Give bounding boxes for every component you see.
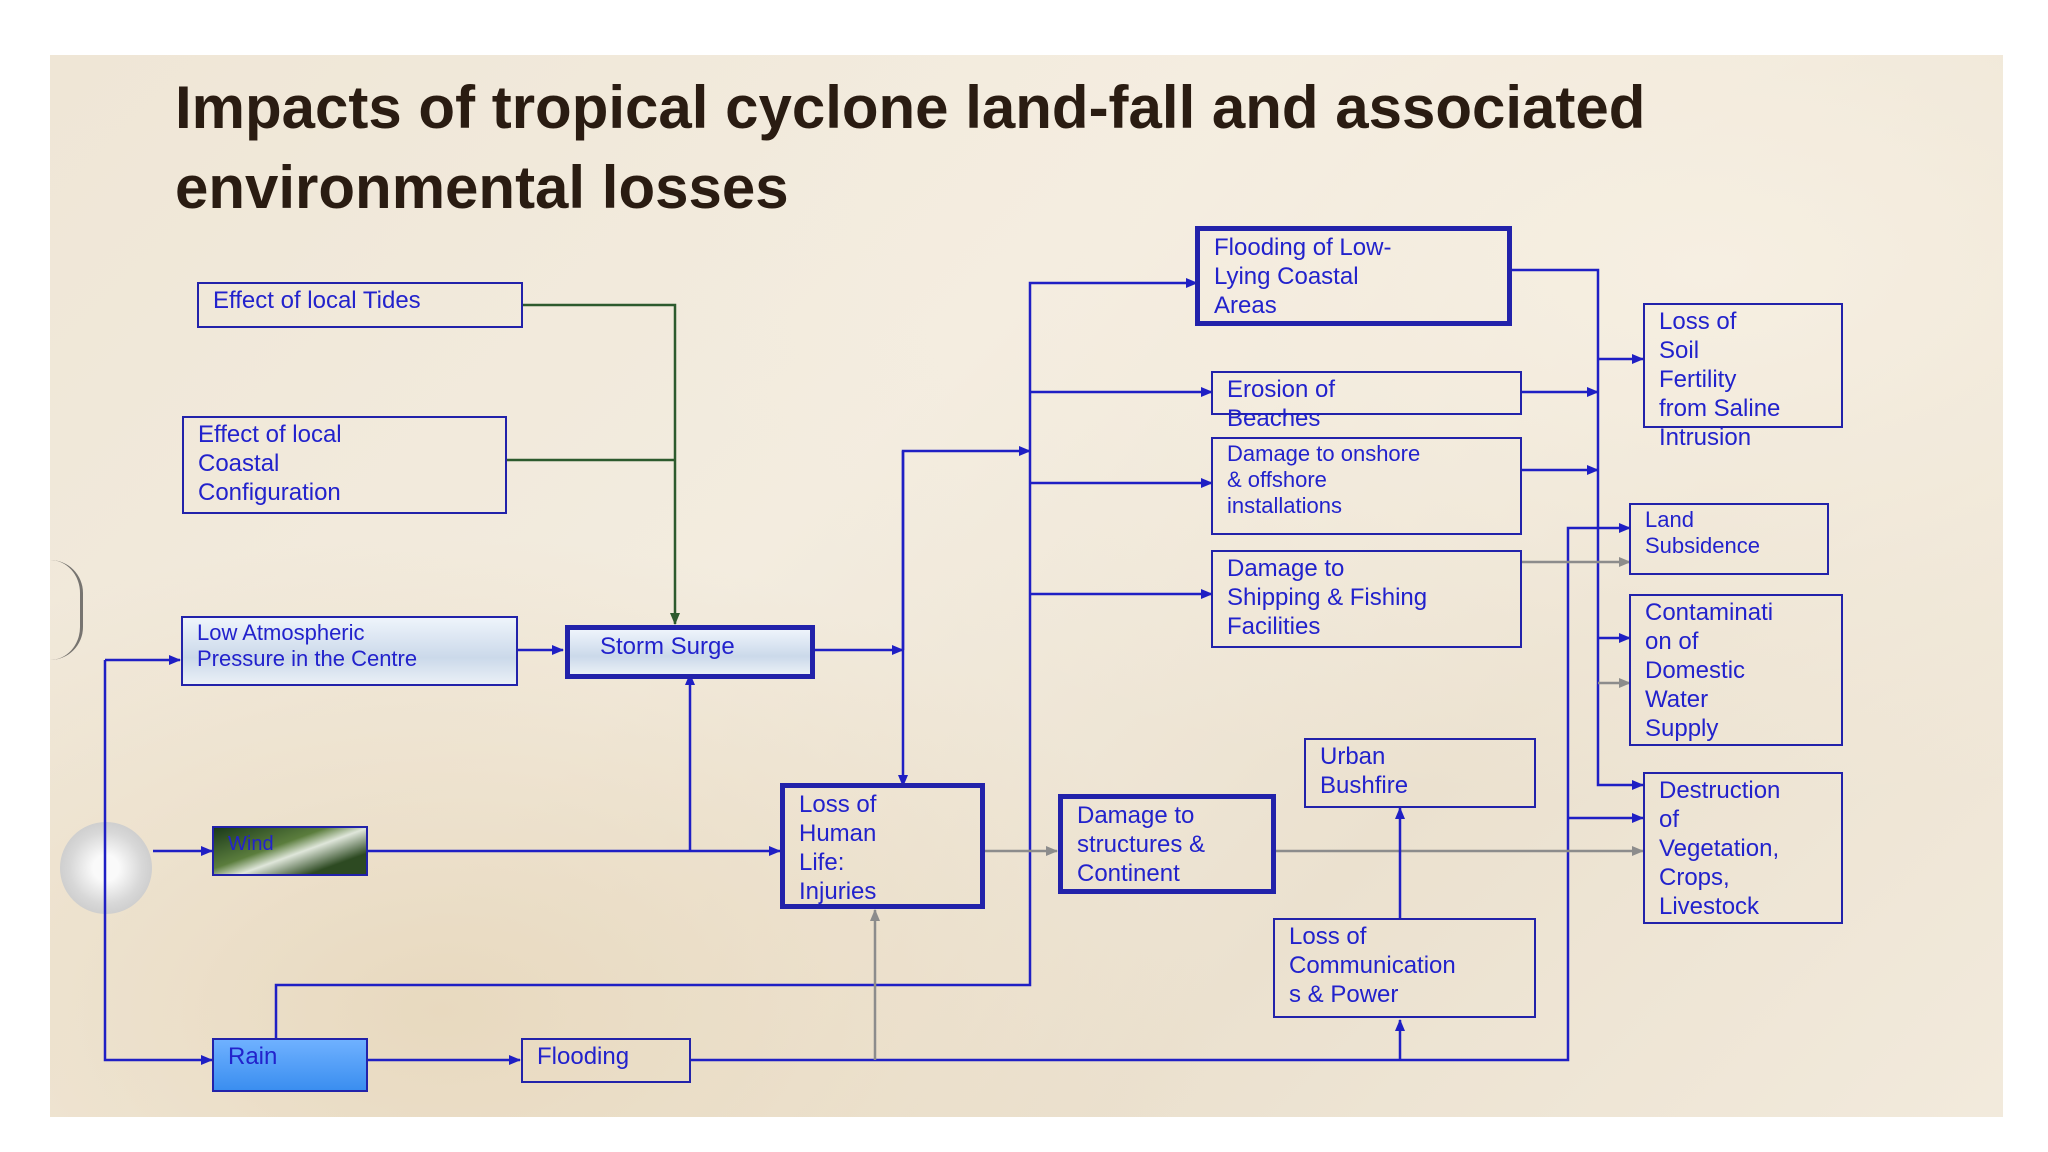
slide-title: Impacts of tropical cyclone land-fall an… — [175, 74, 1646, 221]
node-low-pressure: Low Atmospheric Pressure in the Centre — [181, 616, 518, 686]
node-flooding-low-lying: Flooding of Low- Lying Coastal Areas — [1195, 226, 1512, 326]
node-flooding: Flooding — [521, 1038, 691, 1083]
node-damage-shipping: Damage to Shipping & Fishing Facilities — [1211, 550, 1522, 648]
node-loss-human-life: Loss of Human Life: Injuries — [780, 783, 985, 909]
node-storm-surge: Storm Surge — [565, 625, 815, 679]
node-loss-soil-fertility: Loss of Soil Fertility from Saline Intru… — [1643, 303, 1843, 451]
node-local-tides: Effect of local Tides — [197, 282, 523, 328]
node-erosion-beaches: Erosion of Beaches — [1211, 371, 1522, 432]
node-damage-structures: Damage to structures & Continent — [1058, 794, 1276, 894]
node-land-subsidence: Land Subsidence — [1629, 503, 1829, 575]
node-wind: Wind — [212, 826, 368, 876]
node-coastal-configuration: Effect of local Coastal Configuration — [182, 416, 507, 514]
node-loss-communications: Loss of Communication s & Power — [1273, 918, 1536, 1018]
node-urban-bushfire: Urban Bushfire — [1304, 738, 1536, 808]
node-rain: Rain — [212, 1038, 368, 1092]
node-damage-onshore: Damage to onshore & offshore installatio… — [1211, 437, 1522, 535]
slide-background — [50, 55, 2003, 1117]
decorative-swirl — [50, 560, 83, 660]
node-contamination-water: Contaminati on of Domestic Water Supply — [1629, 594, 1843, 746]
node-destruction-vegetation: Destruction of Vegetation, Crops, Livest… — [1643, 772, 1843, 924]
